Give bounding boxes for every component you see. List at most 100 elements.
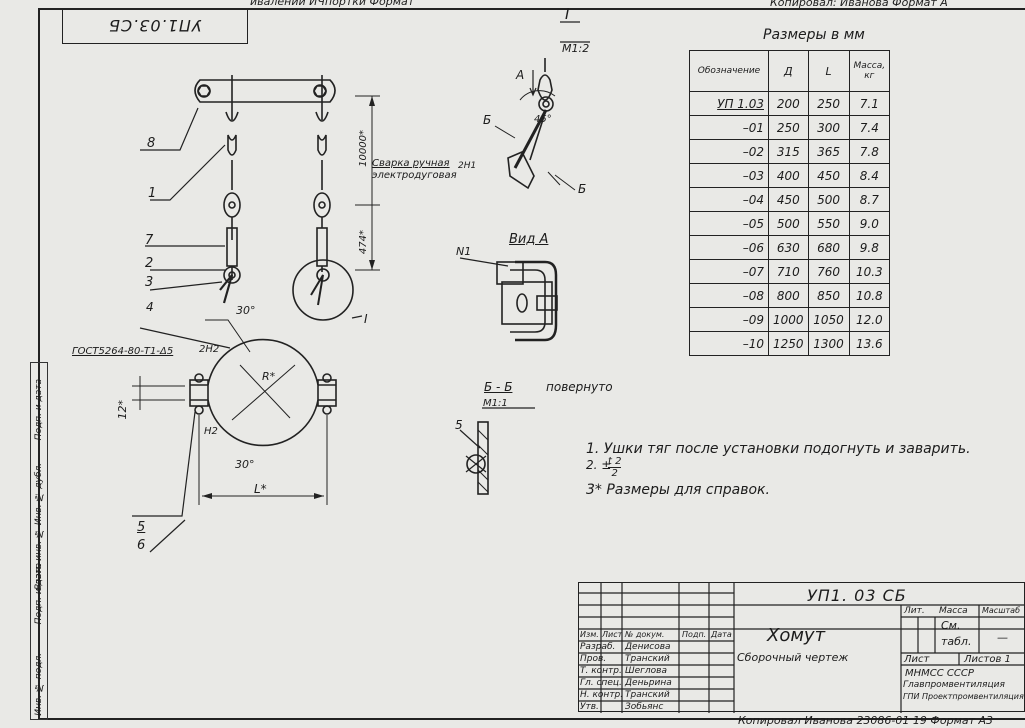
- section-bb-scale: M1:1: [483, 398, 508, 409]
- cell-designation: –03: [689, 163, 769, 188]
- detail-I-circle: [292, 259, 354, 321]
- cell-l: 500: [807, 187, 850, 212]
- col-head-izm: Изм.: [580, 630, 599, 639]
- mirrored-stamp: УП1.03.СБ: [62, 8, 248, 44]
- cell-mass: 7.8: [848, 139, 891, 164]
- cell-l: 365: [807, 139, 850, 164]
- section-b-label-1: Б: [483, 113, 492, 127]
- person-2: Шеглова: [625, 666, 667, 676]
- cell-designation: –08: [689, 283, 769, 308]
- person-0: Денисова: [625, 642, 671, 652]
- cell-l: 760: [807, 259, 850, 284]
- view-a-callout: N1: [456, 245, 472, 258]
- cell-mass: 12.0: [848, 307, 891, 332]
- detail-I-angle: 45°: [534, 114, 552, 125]
- cell-d: 250: [768, 115, 809, 140]
- cell-d: 200: [768, 91, 809, 116]
- org-line-2: Главпромвентиляция: [903, 680, 1005, 690]
- callout-8: 8: [147, 136, 156, 151]
- bar-part8: [194, 79, 336, 103]
- angle-bottom: 30°: [235, 458, 255, 471]
- cell-l: 680: [807, 235, 850, 260]
- dim-r: R*: [262, 370, 276, 383]
- cell-designation: –01: [689, 115, 769, 140]
- role-5: Утв.: [580, 702, 599, 712]
- mass-value-2: табл.: [941, 635, 972, 648]
- cell-d: 400: [768, 163, 809, 188]
- weld-note-code: 2Н1: [458, 161, 477, 171]
- col-head-date: Дата: [711, 630, 732, 639]
- dim-10000: 10000*: [358, 130, 369, 167]
- note-3: 3* Размеры для справок.: [586, 482, 770, 498]
- mass-label: Масса: [939, 606, 968, 616]
- footer-copied: Копировал Иванова 23086-01 19 Формат А3: [738, 714, 994, 727]
- col-head-doc: № докум.: [625, 630, 665, 639]
- dims-table-title: Размеры в мм: [763, 27, 865, 43]
- cell-d: 315: [768, 139, 809, 164]
- mass-value: См.: [941, 619, 961, 632]
- note-1: 1. Ушки тяг после установки подогнуть и …: [586, 441, 971, 457]
- cell-d: 1250: [768, 331, 809, 356]
- scale-value: —: [997, 631, 1008, 644]
- view-a-title: Вид А: [509, 232, 549, 247]
- weld-2n2: 2Н2: [199, 344, 220, 355]
- person-4: Транский: [625, 690, 670, 700]
- cell-l: 1300: [807, 331, 850, 356]
- top-strip-left: ивалений ИЧпортки Формат: [250, 0, 415, 8]
- callout-7: 7: [145, 233, 154, 248]
- cell-d: 630: [768, 235, 809, 260]
- cell-designation: –06: [689, 235, 769, 260]
- sheet-label: Лист: [904, 654, 930, 665]
- cell-designation: –10: [689, 331, 769, 356]
- cell-l: 450: [807, 163, 850, 188]
- top-strip-right: Копировал: Иванова Формат А: [770, 0, 948, 9]
- title-subtitle: Сборочный чертеж: [737, 651, 849, 664]
- callout-4: 4: [146, 300, 154, 314]
- clamp-ring: [207, 338, 319, 386]
- title-name: Хомут: [767, 625, 826, 646]
- weld-note-line1: Сварка ручная: [372, 158, 450, 169]
- cell-designation: –07: [689, 259, 769, 284]
- org-line-3: ГПИ Проектпромвентиляция: [903, 692, 1024, 701]
- cell-mass: 13.6: [848, 331, 891, 356]
- note-2-fraction-num: t 2: [608, 456, 622, 468]
- weld-note-line2: электродуговая: [372, 170, 457, 181]
- note-2-fraction-den: 2: [611, 468, 618, 479]
- person-5: Зобьянс: [625, 702, 664, 712]
- role-1: Пров.: [580, 654, 607, 664]
- col-head-sign: Подп.: [682, 630, 707, 639]
- cell-d: 710: [768, 259, 809, 284]
- dim-l: L*: [254, 482, 267, 496]
- cell-d: 1000: [768, 307, 809, 332]
- angle-top: 30°: [236, 304, 256, 317]
- org-line-1: МНМСС СССР: [905, 668, 974, 679]
- title-doc-code: УП1. 03 СБ: [807, 586, 907, 605]
- dim-474: 474*: [358, 230, 369, 255]
- section-b-label-2: Б: [578, 182, 587, 196]
- cell-l: 550: [807, 211, 850, 236]
- cell-mass: 8.7: [848, 187, 891, 212]
- dims-header-mass: Масса, кг: [848, 50, 891, 92]
- cell-mass: 9.8: [848, 235, 891, 260]
- weld-n2: Н2: [204, 426, 218, 437]
- note-2-fraction: t 2 2: [608, 456, 622, 479]
- detail-I-title: I: [565, 5, 570, 23]
- sheets-label: Листов 1: [964, 654, 1011, 665]
- title-block: УП1. 03 СБ Хомут Сборочный чертеж Изм. Л…: [578, 582, 1025, 713]
- cell-mass: 9.0: [848, 211, 891, 236]
- callout-5: 5: [137, 520, 146, 535]
- role-4: Н. контр.: [580, 690, 624, 700]
- detail-I-scale: M1:2: [562, 42, 590, 55]
- dims-header-l: L: [807, 50, 850, 92]
- dim-12: 12*: [116, 400, 129, 420]
- cell-mass: 7.1: [848, 91, 891, 116]
- person-1: Транский: [625, 654, 670, 664]
